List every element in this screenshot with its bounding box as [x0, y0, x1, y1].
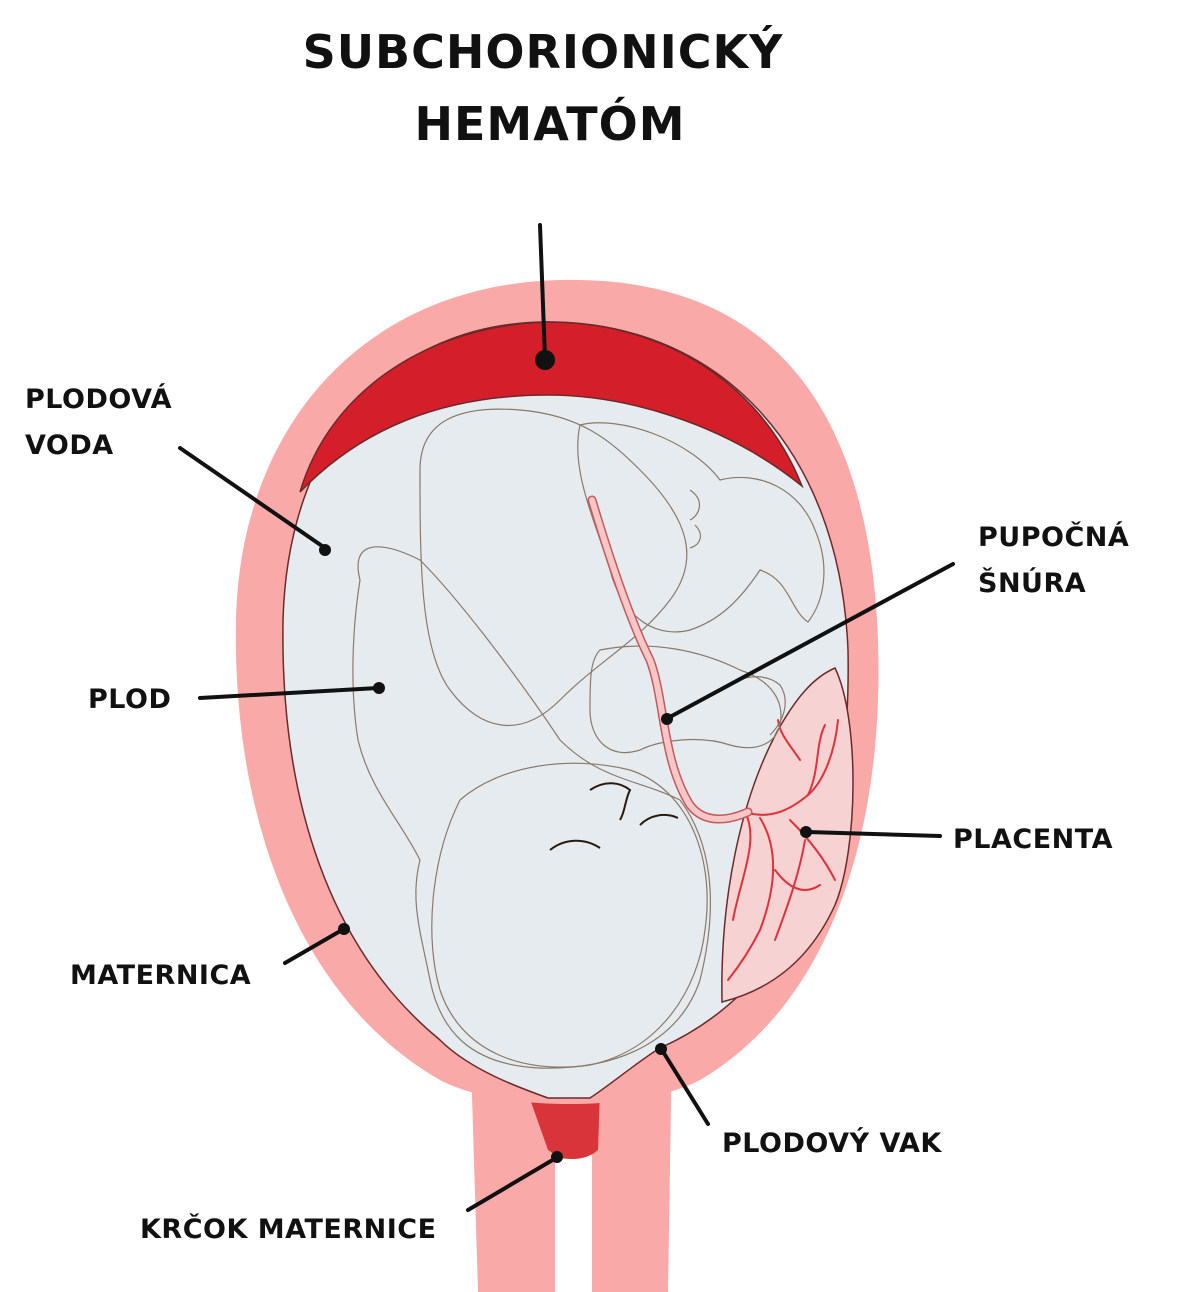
fetus-head	[431, 762, 708, 1068]
subchorionic-hematoma	[299, 321, 804, 493]
leader-placenta	[800, 826, 942, 838]
leader-umbilical-cord	[661, 562, 955, 725]
label-fetus: PLOD	[88, 684, 171, 715]
leader-amniotic-fluid	[178, 446, 331, 556]
leader-fetus	[198, 682, 385, 700]
label-amniotic-fluid-line1: PLODOVÁ	[25, 383, 172, 415]
leader-cervix	[466, 1151, 563, 1212]
umbilical-cord-inner	[589, 497, 751, 822]
fetus-ear	[549, 839, 601, 851]
fetus-foot	[689, 489, 702, 549]
fetus-upper-leg	[419, 408, 688, 726]
label-placenta: PLACENTA	[953, 824, 1113, 855]
label-amniotic-fluid-line2: VODA	[25, 430, 114, 461]
placenta	[721, 667, 854, 1003]
placenta-vessels	[727, 719, 839, 981]
label-amniotic-sac: PLODOVÝ VAK	[722, 1127, 942, 1159]
diagram-title-line2: HEMATÓM	[415, 97, 686, 151]
leader-amniotic-sac	[655, 1043, 710, 1126]
fetus-eye	[639, 813, 679, 826]
leader-uterus	[283, 923, 350, 965]
label-umbilical-cord-line1: PUPOČNÁ	[978, 521, 1129, 553]
fetus-fold	[589, 782, 632, 821]
label-cervix: KRČOK MATERNICE	[140, 1213, 437, 1245]
label-umbilical-cord-line2: ŠNÚRA	[978, 567, 1086, 599]
label-uterus: MATERNICA	[70, 960, 251, 991]
fetus-arm	[589, 645, 782, 754]
leader-hematoma	[535, 223, 555, 370]
fetus-body	[352, 546, 712, 1069]
diagram-title-line1: SUBCHORIONICKÝ	[303, 24, 784, 79]
